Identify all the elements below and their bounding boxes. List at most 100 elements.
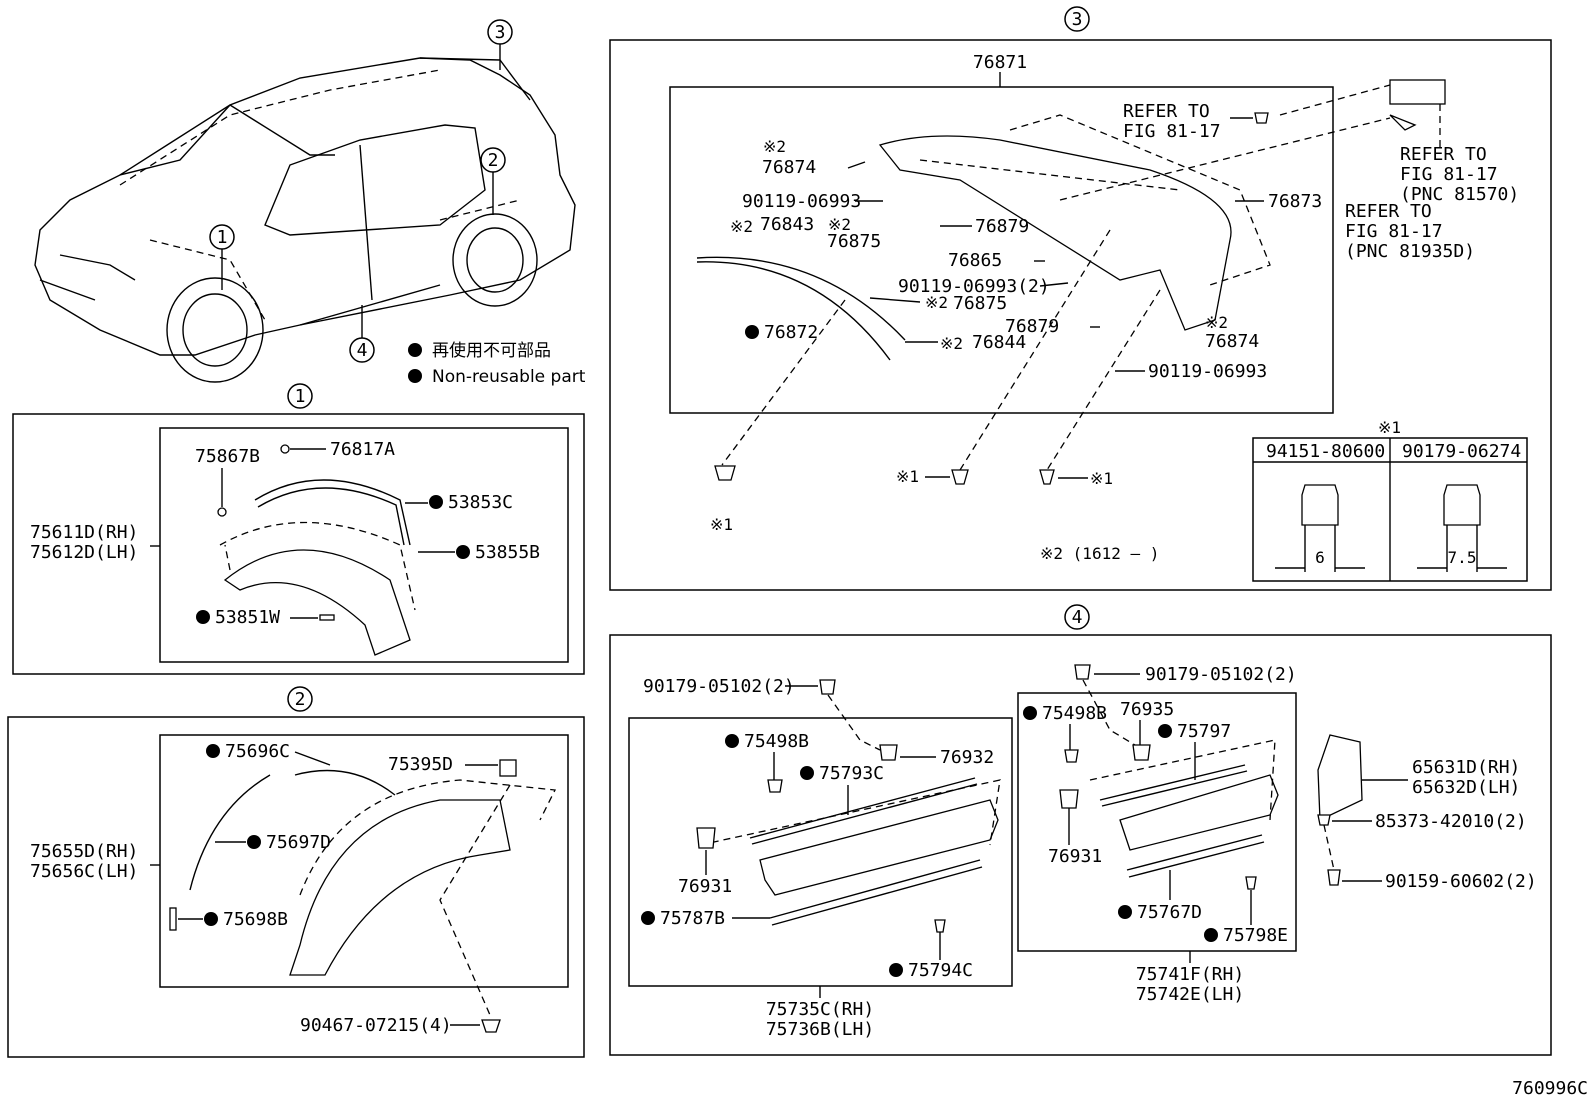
- part-90119-06993-a: 90119-06993: [742, 191, 861, 212]
- part-53853c: 53853C: [448, 492, 513, 513]
- part-75698b: 75698B: [223, 909, 288, 930]
- non-reusable-dot-icon: [408, 369, 422, 383]
- part-90159-60602: 90159-60602(2): [1385, 871, 1537, 892]
- clip-table: ※1 94151-80600 90179-06274 6 7.5: [1252, 418, 1528, 582]
- part-53851w: 53851W: [215, 607, 280, 628]
- svg-text:※2: ※2: [1205, 313, 1228, 332]
- part-76935: 76935: [1120, 699, 1174, 720]
- section-4: 4 90179-05102(2): [609, 604, 1552, 1056]
- vehicle-illustration: [34, 57, 576, 383]
- part-75787b: 75787B: [660, 908, 725, 929]
- svg-text:※1: ※1: [1090, 469, 1113, 488]
- part-65632d: 65632D(LH): [1412, 777, 1520, 798]
- refer1-line1: REFER TO: [1123, 101, 1210, 122]
- svg-text:※2: ※2: [828, 215, 851, 234]
- svg-text:1: 1: [217, 227, 228, 248]
- part-75794c: 75794C: [908, 960, 973, 981]
- part-76875-a: 76875: [827, 231, 881, 252]
- svg-text:※1: ※1: [896, 467, 919, 486]
- diagram-id: 760996C: [1512, 1078, 1588, 1099]
- svg-text:※1: ※1: [710, 515, 733, 534]
- car-callout-1[interactable]: 1: [209, 224, 235, 290]
- part-75797: 75797: [1177, 721, 1231, 742]
- refer3-line2: FIG 81-17: [1345, 221, 1443, 242]
- part-75798e: 75798E: [1223, 925, 1288, 946]
- s3-footnote: ※2 (1612 – ): [1040, 544, 1159, 563]
- part-75696c: 75696C: [225, 741, 290, 762]
- section-2-callout: 2: [295, 689, 306, 710]
- car-callout-4[interactable]: 4: [349, 305, 375, 363]
- part-76844: 76844: [972, 332, 1026, 353]
- svg-text:4: 4: [357, 340, 368, 361]
- part-76865: 76865: [948, 250, 1002, 271]
- s4-mid-assembly-rh: 75741F(RH): [1136, 964, 1244, 985]
- part-76843: 76843: [760, 214, 814, 235]
- part-65631d: 65631D(RH): [1412, 757, 1520, 778]
- section-4-callout: 4: [1072, 607, 1083, 628]
- s4-left-assembly-rh: 75735C(RH): [766, 999, 874, 1020]
- svg-text:※2: ※2: [940, 334, 963, 353]
- car-callout-2[interactable]: 2: [480, 147, 506, 215]
- table-col-1: 94151-80600: [1266, 441, 1385, 462]
- part-76872: 76872: [764, 322, 818, 343]
- car-callout-3[interactable]: 3: [487, 19, 513, 70]
- legend-en: Non-reusable part: [432, 367, 586, 387]
- s3-assembly: 76871: [973, 52, 1027, 73]
- part-76931-b: 76931: [1048, 846, 1102, 867]
- s2-assembly-rh: 75655D(RH): [30, 841, 138, 862]
- refer3-line1: REFER TO: [1345, 201, 1432, 222]
- part-76931-a: 76931: [678, 876, 732, 897]
- table-header-mark: ※1: [1378, 418, 1401, 437]
- part-53855b: 53855B: [475, 542, 540, 563]
- part-76932: 76932: [940, 747, 994, 768]
- part-90467-07215: 90467-07215(4): [300, 1015, 452, 1036]
- s1-assembly-lh: 75612D(LH): [30, 542, 138, 563]
- part-76879-a: 76879: [975, 216, 1029, 237]
- svg-text:※2: ※2: [925, 293, 948, 312]
- part-76875-b: 76875: [953, 293, 1007, 314]
- part-85373-42010: 85373-42010(2): [1375, 811, 1527, 832]
- section-3-callout: 3: [1072, 9, 1083, 30]
- svg-text:※2: ※2: [730, 217, 753, 236]
- part-76874-b: 76874: [1205, 331, 1259, 352]
- refer2-line3: (PNC 81570): [1400, 184, 1519, 205]
- part-75867b: 75867B: [195, 446, 260, 467]
- svg-text:3: 3: [495, 22, 506, 43]
- refer2-line1: REFER TO: [1400, 144, 1487, 165]
- dim-6: 6: [1315, 548, 1325, 567]
- part-75395d: 75395D: [388, 754, 453, 775]
- s1-assembly-rh: 75611D(RH): [30, 522, 138, 543]
- s4-left-assembly-lh: 75736B(LH): [766, 1019, 874, 1040]
- section-1: 1 75611D(RH) 75612D(LH) 75867B 76817A 53…: [12, 383, 585, 675]
- part-76879-b: 76879: [1005, 316, 1059, 337]
- refer3-line3: (PNC 81935D): [1345, 241, 1475, 262]
- non-reusable-dot-icon: [408, 343, 422, 357]
- table-col-2: 90179-06274: [1402, 441, 1521, 462]
- section-3: 3 76871 REFER TO FIG 81-17 REFER TO FIG …: [609, 6, 1552, 591]
- refer1-line2: FIG 81-17: [1123, 121, 1221, 142]
- part-75498b-b: 75498B: [1042, 703, 1107, 724]
- part-76874-a: 76874: [762, 157, 816, 178]
- section-2: 2 75655D(RH) 75656C(LH) 75696C 75395D 75…: [7, 686, 585, 1058]
- part-75793c: 75793C: [819, 763, 884, 784]
- part-90179-05102-b: 90179-05102(2): [1145, 664, 1297, 685]
- part-90119-06993-2: 90119-06993(2): [898, 276, 1050, 297]
- section-1-callout: 1: [295, 386, 306, 407]
- legend-jp: 再使用不可部品: [432, 340, 551, 361]
- part-75498b-a: 75498B: [744, 731, 809, 752]
- part-75697d: 75697D: [266, 832, 331, 853]
- part-75767d: 75767D: [1137, 902, 1202, 923]
- s4-mid-assembly-lh: 75742E(LH): [1136, 984, 1244, 1005]
- part-90179-05102-a: 90179-05102(2): [643, 676, 795, 697]
- part-76817a: 76817A: [330, 439, 395, 460]
- svg-text:2: 2: [488, 150, 499, 171]
- s2-assembly-lh: 75656C(LH): [30, 861, 138, 882]
- refer2-line2: FIG 81-17: [1400, 164, 1498, 185]
- svg-text:※2: ※2: [763, 137, 786, 156]
- part-90119-06993-b: 90119-06993: [1148, 361, 1267, 382]
- dim-7-5: 7.5: [1448, 548, 1477, 567]
- part-76873: 76873: [1268, 191, 1322, 212]
- legend: 再使用不可部品 Non-reusable part: [408, 340, 586, 387]
